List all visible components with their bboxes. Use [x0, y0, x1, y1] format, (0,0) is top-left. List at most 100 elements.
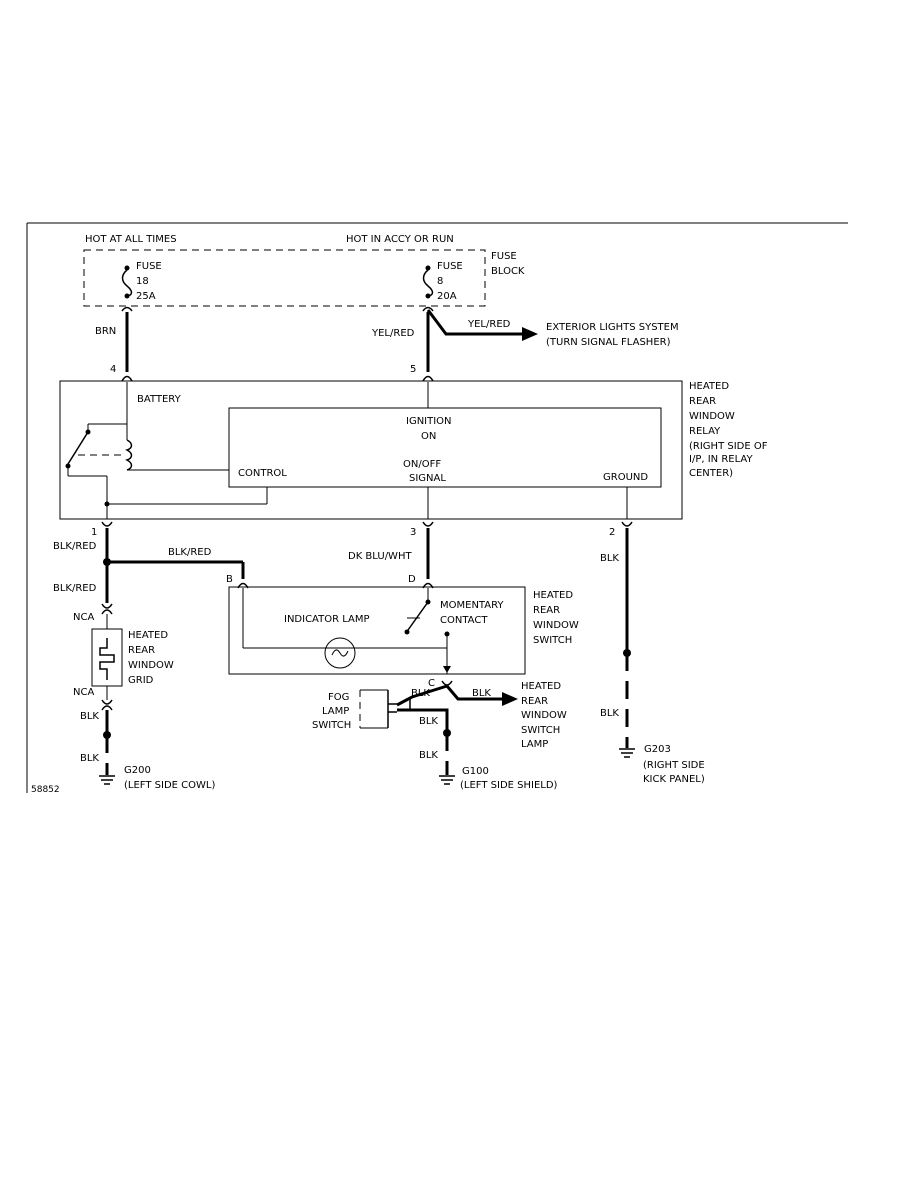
fog-lamp-switch-1: FOG: [328, 692, 349, 703]
blk-fog-label-3: BLK: [419, 750, 438, 761]
grid-label-1: HEATED: [128, 630, 168, 641]
g203-id: G203: [644, 744, 671, 755]
relay-control-label: CONTROL: [238, 468, 287, 479]
blk-fog-label-2: BLK: [419, 716, 438, 727]
dk-blu-wht-wire: DK BLU/WHT: [348, 528, 430, 579]
blk-red-label-2: BLK/RED: [168, 547, 212, 558]
grid-label-2: REAR: [128, 645, 155, 656]
dk-blu-wht-label: DK BLU/WHT: [348, 551, 412, 562]
grid-nca-bottom: NCA: [73, 687, 94, 698]
blk-lamp-label: BLK: [472, 688, 491, 699]
fuse-8-label-3: 20A: [437, 291, 457, 302]
blk-relay-gnd-label: BLK: [600, 553, 619, 564]
switch-pin-c-wiring: C BLK BLK BLK BLK: [396, 678, 518, 770]
fuse-18-label-1: FUSE: [136, 261, 162, 272]
switch-lamp-label-4: SWITCH: [521, 725, 560, 736]
indicator-lamp-label: INDICATOR LAMP: [284, 614, 370, 625]
fuse-8-label-1: FUSE: [437, 261, 463, 272]
relay-label-4: RELAY: [689, 426, 721, 437]
exterior-lights-branch: YEL/RED EXTERIOR LIGHTS SYSTEM (TURN SIG…: [426, 309, 679, 348]
switch-pin-b: B: [226, 574, 233, 585]
hot-at-all-times-label: HOT AT ALL TIMES: [85, 234, 177, 245]
blk-red-label-3: BLK/RED: [53, 583, 97, 594]
brn-wire-label: BRN: [95, 326, 116, 337]
g100-id: G100: [462, 766, 489, 777]
relay-label-1: HEATED: [689, 381, 729, 392]
heated-rear-window-switch: B D INDICATOR LAMP MOMENTARY CONTACT HEA…: [226, 574, 579, 675]
heated-rear-window-relay: BATTERY IGNITION ON CONTROL ON/OFF SIGNA…: [59, 380, 768, 520]
brn-wire: BRN 4: [95, 306, 133, 382]
blk-grid-label-1: BLK: [80, 711, 99, 722]
momentary-label: MOMENTARY: [440, 600, 504, 611]
switch-lamp-label-1: HEATED: [521, 681, 561, 692]
figure-number: 58852: [31, 785, 60, 795]
relay-on-label: ON: [421, 431, 436, 442]
grid-nca-top: NCA: [73, 612, 94, 623]
diagram-frame: [26, 222, 848, 793]
relay-signal-label: SIGNAL: [409, 473, 446, 484]
relay-pin-2-connector: 2: [609, 521, 633, 538]
switch-label-4: SWITCH: [533, 635, 572, 646]
relay-on-off-label: ON/OFF: [403, 459, 441, 470]
g200-id: G200: [124, 765, 151, 776]
blk-grid-label-2: BLK: [80, 753, 99, 764]
fuse-18-label-2: 18: [136, 276, 149, 287]
fuse-8: FUSE 8 20A: [422, 261, 463, 302]
relay-ground-wire: BLK BLK: [600, 528, 631, 742]
relay-ignition-label: IGNITION: [406, 416, 452, 427]
blk-red-label-1: BLK/RED: [53, 541, 97, 552]
fuse-8-label-2: 8: [437, 276, 443, 287]
switch-label-1: HEATED: [533, 590, 573, 601]
relay-pin-1-connector: 1: [91, 521, 113, 538]
relay-pin-3: 3: [410, 527, 416, 538]
fuse-18: FUSE 18 25A: [121, 261, 162, 302]
switch-label-2: REAR: [533, 605, 560, 616]
yel-red-wire-label: YEL/RED: [371, 328, 415, 339]
exterior-lights-label-2: (TURN SIGNAL FLASHER): [546, 337, 671, 348]
relay-label-2: REAR: [689, 396, 716, 407]
switch-pin-c: C: [428, 678, 435, 689]
fog-lamp-switch-2: LAMP: [322, 706, 349, 717]
grid-label-4: GRID: [128, 675, 154, 686]
grid-label-3: WINDOW: [128, 660, 174, 671]
ground-g203: G203 (RIGHT SIDE KICK PANEL): [619, 742, 705, 785]
switch-lamp-label-3: WINDOW: [521, 710, 567, 721]
relay-label-6: I/P, IN RELAY: [689, 454, 753, 465]
fuse-18-label-3: 25A: [136, 291, 156, 302]
g100-location: (LEFT SIDE SHIELD): [460, 780, 558, 791]
yel-red-branch-label: YEL/RED: [467, 319, 511, 330]
exterior-lights-label-1: EXTERIOR LIGHTS SYSTEM: [546, 322, 679, 333]
relay-pin-5: 5: [410, 364, 416, 375]
relay-label-5: (RIGHT SIDE OF: [689, 441, 768, 452]
yel-red-wire: YEL/RED 5: [371, 306, 434, 382]
relay-ground-label: GROUND: [603, 472, 648, 483]
blk-relay-gnd-label-2: BLK: [600, 708, 619, 719]
ground-g200: G200 (LEFT SIDE COWL): [99, 765, 215, 791]
switch-label-3: WINDOW: [533, 620, 579, 631]
fuse-block: FUSE BLOCK: [83, 249, 525, 307]
heated-rear-window-grid: NCA NCA HEATED REAR WINDOW GRID BLK BLK: [73, 603, 174, 770]
blk-fog-label-1: BLK: [411, 688, 430, 699]
switch-pin-d: D: [408, 574, 416, 585]
switch-lamp-label-5: LAMP: [521, 739, 548, 750]
hot-in-accy-or-run-label: HOT IN ACCY OR RUN: [346, 234, 454, 245]
g203-location-2: KICK PANEL): [643, 774, 705, 785]
fuse-block-label-2: BLOCK: [491, 266, 525, 277]
relay-label-3: WINDOW: [689, 411, 735, 422]
contact-label: CONTACT: [440, 615, 488, 626]
relay-pin-2: 2: [609, 527, 615, 538]
relay-pin-1: 1: [91, 527, 97, 538]
g203-location-1: (RIGHT SIDE: [643, 760, 705, 771]
ground-g100: G100 (LEFT SIDE SHIELD): [439, 766, 558, 791]
relay-label-7: CENTER): [689, 468, 733, 479]
fog-lamp-switch: FOG LAMP SWITCH: [312, 689, 397, 731]
fuse-block-label-1: FUSE: [491, 251, 517, 262]
heated-rear-window-switch-lamp: HEATED REAR WINDOW SWITCH LAMP: [521, 681, 567, 750]
blk-red-wire: BLK/RED BLK/RED BLK/RED: [53, 528, 245, 603]
relay-pin-3-connector: 3: [410, 521, 434, 538]
g200-location: (LEFT SIDE COWL): [124, 780, 215, 791]
relay-pin-4: 4: [110, 364, 116, 375]
switch-lamp-label-2: REAR: [521, 696, 548, 707]
relay-battery-label: BATTERY: [137, 394, 182, 405]
